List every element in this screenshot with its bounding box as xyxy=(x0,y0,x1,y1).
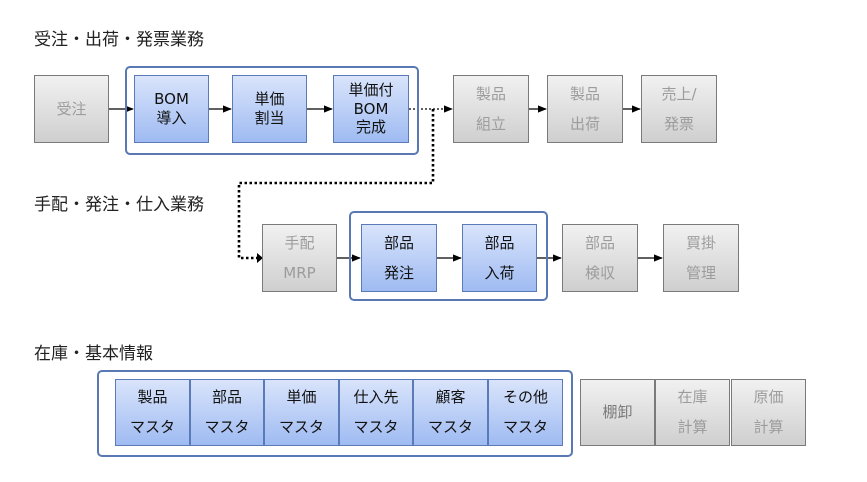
group-bom-process xyxy=(125,66,419,155)
parts-inspection-label-1: 部品 xyxy=(584,233,615,252)
parts-receiving-box[interactable]: 部品 入荷 xyxy=(462,224,537,292)
sales-invoice-label-2: 発票 xyxy=(663,114,694,133)
master-other-label-1: その他 xyxy=(502,388,548,407)
group-parts-procurement xyxy=(349,211,548,301)
mrp-label-2: MRP xyxy=(283,263,316,282)
cost-calc-label-2: 計算 xyxy=(753,418,784,436)
priced-bom-label-2: BOM xyxy=(353,99,389,118)
master-customer-label-1: 顧客 xyxy=(435,388,466,407)
cost-calc-box[interactable]: 原価 計算 xyxy=(731,379,806,446)
stock-calc-label-2: 計算 xyxy=(677,418,708,436)
priced-bom-label-3: 完成 xyxy=(355,118,386,137)
master-other-label-2: マスタ xyxy=(502,418,548,436)
master-supplier-label-1: 仕入先 xyxy=(353,388,399,407)
stock-calc-box[interactable]: 在庫 計算 xyxy=(655,379,730,446)
priced-bom-box[interactable]: 単価付 BOM 完成 xyxy=(333,75,409,143)
master-supplier-label-2: マスタ xyxy=(353,418,399,436)
parts-ordering-label-2: 発注 xyxy=(383,263,414,282)
stock-calc-label-1: 在庫 xyxy=(677,388,708,407)
master-other-box[interactable]: その他 マスタ xyxy=(488,379,563,446)
parts-ordering-box[interactable]: 部品 発注 xyxy=(361,224,437,292)
master-customer-label-2: マスタ xyxy=(427,418,473,436)
priced-bom-label-1: 単価付 xyxy=(348,80,394,99)
parts-receiving-label-2: 入荷 xyxy=(484,263,515,282)
payables-box[interactable]: 買掛 管理 xyxy=(663,224,739,292)
order-label: 受注 xyxy=(56,99,87,118)
bom-import-box[interactable]: BOM 導入 xyxy=(134,75,209,143)
sales-invoice-label-1: 売上/ xyxy=(661,84,697,103)
price-assign-label-1: 単価 xyxy=(254,90,285,109)
parts-receiving-label-1: 部品 xyxy=(484,233,515,252)
product-assembly-label-2: 組立 xyxy=(475,114,506,133)
price-assign-label-2: 割当 xyxy=(254,109,285,127)
master-parts-label-1: 部品 xyxy=(211,388,242,407)
mrp-box[interactable]: 手配 MRP xyxy=(262,224,337,292)
master-product-label-2: マスタ xyxy=(129,418,175,436)
master-supplier-box[interactable]: 仕入先 マスタ xyxy=(339,379,413,446)
stocktaking-box[interactable]: 棚卸 xyxy=(580,379,655,446)
product-assembly-box[interactable]: 製品 組立 xyxy=(453,75,529,143)
bom-import-label-1: BOM xyxy=(154,90,189,109)
product-shipping-label-2: 出荷 xyxy=(569,114,600,133)
section-title-procurement: 手配・発注・仕入業務 xyxy=(34,195,204,215)
parts-inspection-box[interactable]: 部品 検収 xyxy=(562,224,638,292)
product-shipping-box[interactable]: 製品 出荷 xyxy=(547,75,623,143)
master-parts-label-2: マスタ xyxy=(204,418,250,436)
product-assembly-label-1: 製品 xyxy=(475,84,506,103)
master-price-box[interactable]: 単価 マスタ xyxy=(264,379,339,446)
order-box[interactable]: 受注 xyxy=(34,75,109,143)
master-parts-box[interactable]: 部品 マスタ xyxy=(190,379,264,446)
bom-import-label-2: 導入 xyxy=(156,109,187,127)
cost-calc-label-1: 原価 xyxy=(753,388,784,407)
section-title-orders: 受注・出荷・発票業務 xyxy=(34,30,204,50)
section-title-inventory: 在庫・基本情報 xyxy=(34,344,153,364)
parts-ordering-label-1: 部品 xyxy=(383,233,414,252)
master-customer-box[interactable]: 顧客 マスタ xyxy=(413,379,488,446)
price-assign-box[interactable]: 単価 割当 xyxy=(232,75,307,143)
payables-label-1: 買掛 xyxy=(685,233,716,252)
product-shipping-label-1: 製品 xyxy=(569,84,600,103)
stocktaking-label: 棚卸 xyxy=(602,403,633,422)
master-price-label-1: 単価 xyxy=(286,388,317,407)
sales-invoice-box[interactable]: 売上/ 発票 xyxy=(641,75,717,143)
master-price-label-2: マスタ xyxy=(278,418,324,436)
mrp-label-1: 手配 xyxy=(284,233,315,252)
payables-label-2: 管理 xyxy=(685,263,716,282)
group-master-data xyxy=(97,370,573,457)
master-product-label-1: 製品 xyxy=(137,388,168,407)
master-product-box[interactable]: 製品 マスタ xyxy=(115,379,190,446)
parts-inspection-label-2: 検収 xyxy=(584,263,615,282)
